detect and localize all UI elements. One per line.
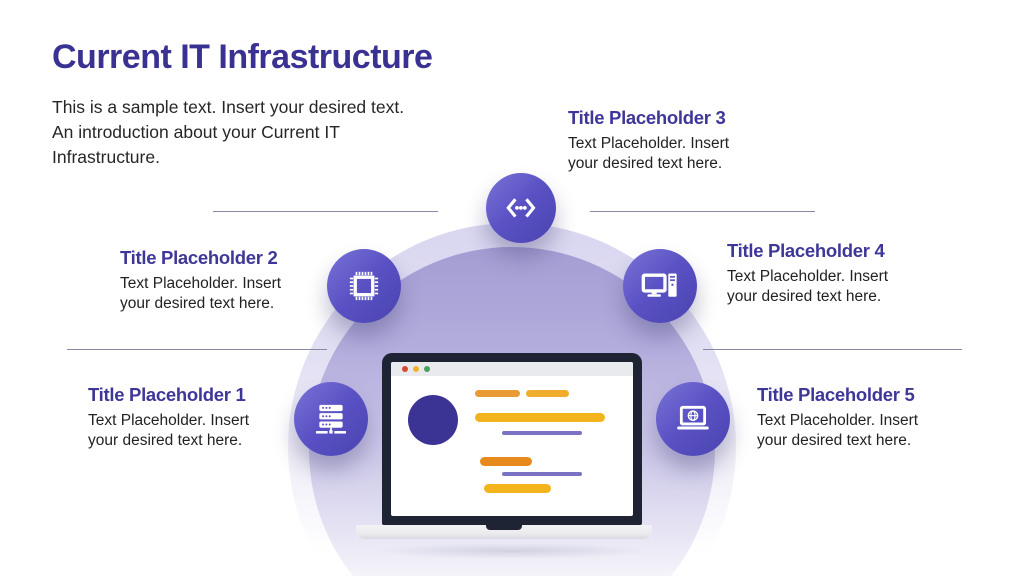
icon-circle-laptop-globe — [656, 382, 730, 456]
placeholder-4-block: Title Placeholder 4 Text Placeholder. In… — [727, 240, 927, 308]
traffic-light-red-icon — [402, 366, 408, 372]
traffic-light-green-icon — [424, 366, 430, 372]
desktop-icon — [641, 273, 677, 297]
divider-top-right — [590, 211, 815, 212]
screen-bar — [502, 431, 582, 435]
placeholder-5-block: Title Placeholder 5 Text Placeholder. In… — [757, 384, 957, 452]
placeholder-2-block: Title Placeholder 2 Text Placeholder. In… — [120, 247, 320, 315]
placeholder-5-body: Text Placeholder. Insert your desired te… — [757, 412, 919, 450]
screen-bar — [475, 390, 520, 397]
icon-circle-server — [294, 382, 368, 456]
icon-circle-desktop — [623, 249, 697, 323]
server-icon — [316, 404, 346, 434]
placeholder-5-title: Title Placeholder 5 — [757, 384, 915, 405]
placeholder-4-title: Title Placeholder 4 — [727, 240, 885, 261]
placeholder-1-title: Title Placeholder 1 — [88, 384, 246, 405]
screen-avatar-circle — [408, 395, 458, 445]
icon-circle-chip — [327, 249, 401, 323]
laptop-screen — [391, 362, 633, 516]
placeholder-2-title: Title Placeholder 2 — [120, 247, 278, 268]
screen-bar — [526, 390, 569, 397]
divider-top-left — [213, 211, 438, 212]
placeholder-4-body: Text Placeholder. Insert your desired te… — [727, 268, 889, 306]
laptop-shadow — [372, 543, 652, 559]
traffic-light-yellow-icon — [413, 366, 419, 372]
placeholder-1-block: Title Placeholder 1 Text Placeholder. In… — [88, 384, 288, 452]
placeholder-2-body: Text Placeholder. Insert your desired te… — [120, 275, 282, 313]
chip-icon — [349, 271, 379, 301]
divider-mid-left — [67, 349, 327, 350]
screen-bar — [502, 472, 582, 476]
screen-bar — [475, 413, 605, 422]
placeholder-3-body: Text Placeholder. Insert your desired te… — [568, 135, 730, 173]
screen-bar — [480, 457, 532, 466]
laptop-base-notch — [486, 525, 522, 530]
laptop-base — [356, 525, 652, 539]
icon-circle-code — [486, 173, 556, 243]
placeholder-3-title: Title Placeholder 3 — [568, 107, 726, 128]
screen-bar — [484, 484, 551, 493]
placeholder-1-body: Text Placeholder. Insert your desired te… — [88, 412, 250, 450]
browser-bar — [391, 362, 633, 376]
laptop-illustration — [382, 353, 642, 525]
divider-mid-right — [703, 349, 962, 350]
slide-title: Current IT Infrastructure — [52, 38, 433, 76]
laptop-globe-icon — [677, 405, 709, 430]
slide-intro-text: This is a sample text. Insert your desir… — [52, 97, 405, 167]
placeholder-3-block: Title Placeholder 3 Text Placeholder. In… — [568, 107, 768, 175]
code-icon — [506, 198, 536, 218]
